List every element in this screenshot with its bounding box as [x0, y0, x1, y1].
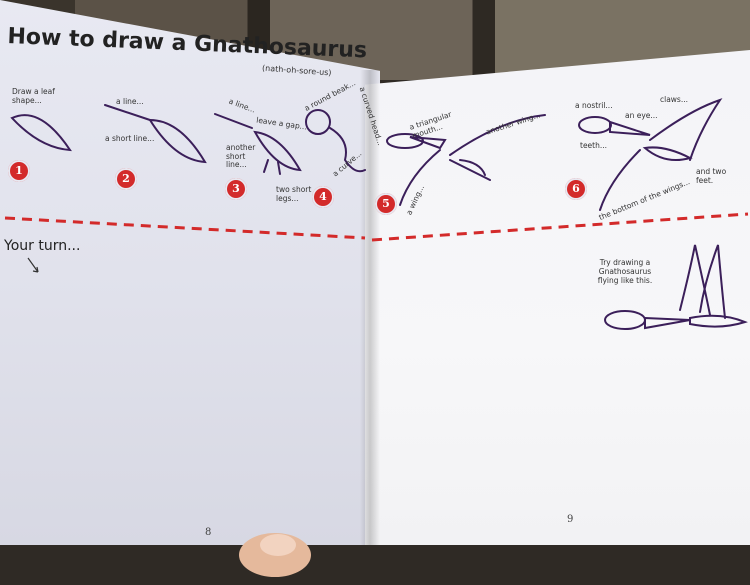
right-page-number: 9	[567, 514, 573, 525]
dashed-divider-left	[5, 218, 365, 238]
step6-beak-drawing	[610, 122, 650, 135]
step1-note: Draw a leaf shape...	[12, 88, 60, 105]
your-turn-label: Your turn...	[4, 238, 80, 254]
step2-note-line: a line...	[116, 98, 144, 107]
step-badge-1: 1	[8, 160, 30, 182]
step6-body-drawing	[645, 147, 690, 160]
practice-beak-drawing	[645, 318, 690, 328]
practice-wing1-drawing	[680, 245, 710, 315]
step6-note-teeth: teeth...	[580, 142, 607, 151]
step2-line-drawing	[105, 105, 150, 120]
your-turn-arrow	[28, 258, 38, 272]
try-drawing-text: Try drawing a Gnathosaurus flying like t…	[590, 258, 660, 285]
step-badge-6: 6	[565, 178, 587, 200]
step6-note-eye: an eye...	[625, 112, 658, 121]
step6-head-drawing	[579, 117, 611, 133]
step6-note-claws: claws...	[660, 96, 688, 105]
step-badge-4: 4	[312, 186, 334, 208]
step1-leaf-drawing	[12, 115, 70, 150]
step3-note-legs: two short legs...	[276, 186, 314, 203]
step-badge-5: 5	[375, 193, 397, 215]
step-badge-2: 2	[115, 168, 137, 190]
hand-thumb	[180, 525, 330, 585]
practice-body-drawing	[690, 316, 745, 327]
dashed-divider-right	[372, 214, 748, 240]
step-badge-3: 3	[225, 178, 247, 200]
step2-note-short: a short line...	[105, 135, 154, 144]
step3-line-drawing	[215, 114, 252, 128]
step6-note-feet: and two feet.	[696, 168, 734, 185]
step2-leaf-drawing	[150, 120, 205, 162]
practice-head-drawing	[605, 311, 645, 329]
step3-note-short: another short line...	[226, 144, 268, 170]
step6-note-nostril: a nostril...	[575, 102, 613, 111]
step4-beak-drawing	[306, 110, 330, 134]
